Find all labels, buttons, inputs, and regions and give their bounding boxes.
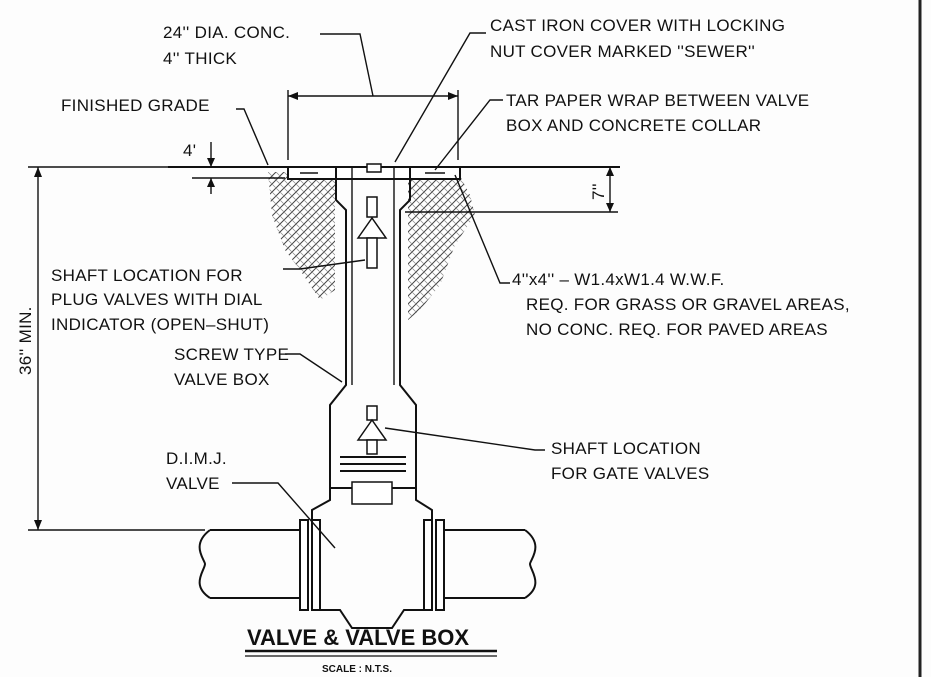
drawing-title: VALVE & VALVE BOX bbox=[247, 625, 469, 650]
label-dim-4: 4' bbox=[183, 141, 196, 160]
label-screw-line2: VALVE BOX bbox=[174, 370, 270, 389]
label-collar-dia: 24'' DIA. CONC. bbox=[163, 23, 290, 42]
valve-nut bbox=[351, 481, 393, 505]
label-wwf-line3: NO CONC. REQ. FOR PAVED AREAS bbox=[526, 320, 828, 339]
label-collar-thick: 4'' THICK bbox=[163, 49, 237, 68]
plug-valve-shaft bbox=[356, 196, 388, 269]
label-wwf-line2: REQ. FOR GRASS OR GRAVEL AREAS, bbox=[526, 295, 850, 314]
soil-hatch-right bbox=[408, 172, 475, 320]
leader-dimj-valve bbox=[232, 482, 336, 549]
label-plug-line2: PLUG VALVES WITH DIAL bbox=[51, 290, 263, 309]
gate-valve-shaft bbox=[340, 405, 406, 472]
leader-gate-valve bbox=[384, 427, 545, 451]
label-tar-line2: BOX AND CONCRETE COLLAR bbox=[506, 116, 761, 135]
dim-collar-diameter bbox=[287, 33, 459, 160]
leader-finished-grade bbox=[236, 108, 269, 166]
label-screw-line1: SCREW TYPE bbox=[174, 345, 289, 364]
label-dimj-line1: D.I.M.J. bbox=[166, 449, 227, 468]
label-wwf-line1: 4''x4'' – W1.4xW1.4 W.W.F. bbox=[512, 270, 725, 289]
soil-hatch-left bbox=[268, 172, 335, 300]
leader-screw-box bbox=[285, 353, 343, 383]
dim-36-min bbox=[28, 166, 205, 531]
label-dim-36: 36'' MIN. bbox=[16, 306, 35, 375]
leader-plug-valve bbox=[283, 259, 366, 270]
label-gate-line2: FOR GATE VALVES bbox=[551, 464, 709, 483]
label-finished-grade: FINISHED GRADE bbox=[61, 96, 210, 115]
label-gate-line1: SHAFT LOCATION bbox=[551, 439, 701, 458]
dim-7 bbox=[405, 167, 618, 213]
label-cover-line1: CAST IRON COVER WITH LOCKING bbox=[490, 16, 785, 35]
leader-cover bbox=[394, 32, 486, 163]
pipe bbox=[198, 519, 537, 611]
drawing-scale: SCALE : N.T.S. bbox=[322, 664, 392, 675]
label-plug-line3: INDICATOR (OPEN–SHUT) bbox=[51, 315, 269, 334]
label-tar-line1: TAR PAPER WRAP BETWEEN VALVE bbox=[506, 91, 809, 110]
leader-wwf bbox=[454, 174, 510, 284]
label-dimj-line2: VALVE bbox=[166, 474, 220, 493]
leader-tar-paper bbox=[434, 99, 503, 171]
dim-4 bbox=[192, 142, 285, 194]
label-cover-line2: NUT COVER MARKED ''SEWER'' bbox=[490, 42, 755, 61]
cast-iron-cover bbox=[366, 163, 382, 173]
dimj-valve-body bbox=[311, 488, 433, 629]
label-dim-7: 7'' bbox=[589, 183, 608, 200]
label-plug-line1: SHAFT LOCATION FOR bbox=[51, 266, 243, 285]
